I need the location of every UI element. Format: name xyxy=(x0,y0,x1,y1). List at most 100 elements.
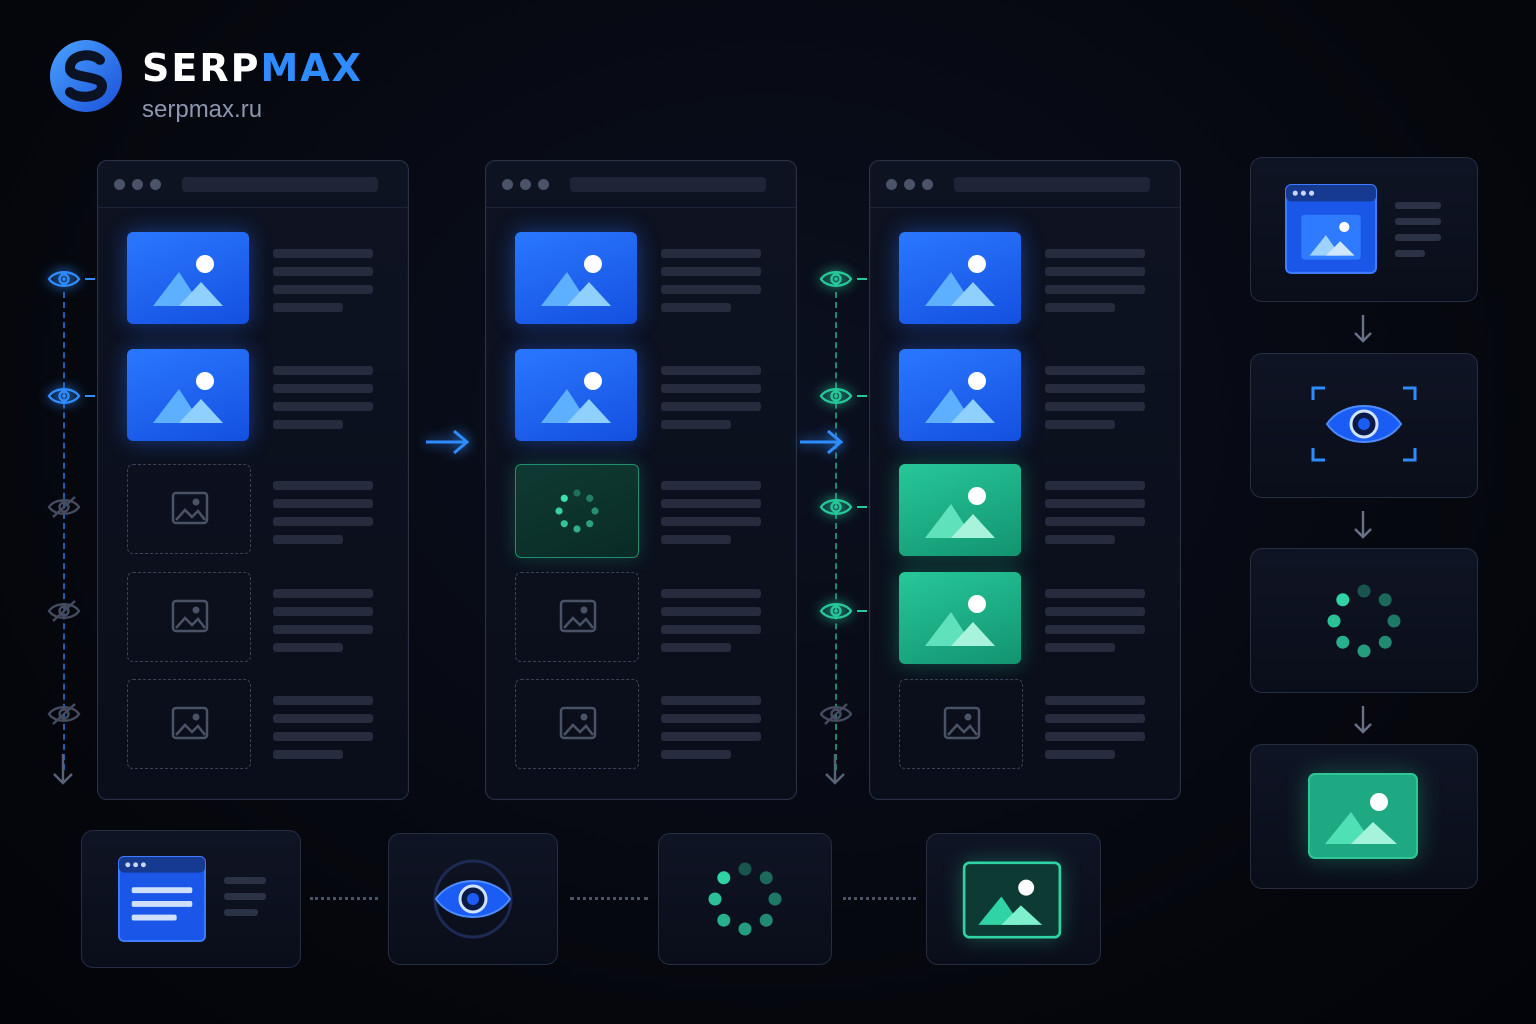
text-line xyxy=(661,607,761,616)
spinner-icon xyxy=(705,859,785,944)
text-line xyxy=(661,267,761,276)
connector-line xyxy=(857,610,867,612)
text-line xyxy=(273,696,373,705)
image-tile-green xyxy=(899,464,1021,556)
text-line xyxy=(1045,517,1145,526)
window-dot xyxy=(922,179,933,190)
text-placeholder-lines xyxy=(273,481,373,553)
arrow-down-icon xyxy=(823,752,847,786)
arrow-right-icon xyxy=(796,426,846,458)
text-line xyxy=(1045,589,1145,598)
text-placeholder-lines xyxy=(1045,696,1145,768)
text-line xyxy=(1045,402,1145,411)
viewport-eye-icon xyxy=(1309,384,1419,469)
text-placeholder-lines xyxy=(1045,589,1145,661)
text-placeholder-lines xyxy=(661,481,761,553)
arrow-down-icon xyxy=(51,752,75,786)
dotted-connector xyxy=(310,897,378,900)
text-line xyxy=(661,714,761,723)
image-tile-empty xyxy=(127,464,251,554)
flow-card-loaded-image xyxy=(1250,744,1478,889)
address-bar xyxy=(182,177,378,192)
window-dot xyxy=(520,179,531,190)
browser-window-initial xyxy=(97,160,409,800)
text-line xyxy=(1045,366,1145,375)
text-line xyxy=(661,517,761,526)
eye-icon xyxy=(819,267,853,291)
text-line xyxy=(1045,750,1115,759)
image-tile-blue xyxy=(127,349,249,441)
text-placeholder-lines xyxy=(224,877,268,925)
connector-line xyxy=(857,395,867,397)
text-line xyxy=(661,303,731,312)
window-dot xyxy=(886,179,897,190)
window-dot xyxy=(132,179,143,190)
text-line xyxy=(1045,625,1145,634)
connector-line xyxy=(857,278,867,280)
arrow-down-icon xyxy=(1351,509,1375,541)
window-dot xyxy=(150,179,161,190)
text-line xyxy=(273,714,373,723)
arrow-down-icon xyxy=(1351,704,1375,736)
text-line xyxy=(661,625,761,634)
text-line xyxy=(273,384,373,393)
text-line xyxy=(1045,499,1145,508)
text-placeholder-lines xyxy=(661,589,761,661)
eye-icon xyxy=(47,267,81,291)
text-placeholder-lines xyxy=(273,366,373,438)
text-line xyxy=(1045,384,1145,393)
text-line xyxy=(661,366,761,375)
loaded-image-icon xyxy=(1307,772,1419,865)
text-line xyxy=(273,643,343,652)
window-dot xyxy=(538,179,549,190)
image-icon xyxy=(559,706,597,740)
text-line xyxy=(1045,643,1115,652)
text-line xyxy=(661,499,761,508)
image-tile-blue xyxy=(127,232,249,324)
text-line xyxy=(661,732,761,741)
text-line xyxy=(273,535,343,544)
dotted-connector xyxy=(570,897,648,900)
image-icon xyxy=(171,706,209,740)
window-dot xyxy=(904,179,915,190)
text-line xyxy=(1045,535,1115,544)
text-line xyxy=(661,249,761,258)
brand-domain: serpmax.ru xyxy=(142,96,263,123)
text-line xyxy=(273,249,373,258)
text-placeholder-lines xyxy=(661,696,761,768)
eye-icon xyxy=(819,495,853,519)
image-tile-green xyxy=(899,572,1021,664)
image-icon xyxy=(925,372,995,423)
image-icon xyxy=(171,599,209,633)
text-line xyxy=(1045,420,1115,429)
text-line xyxy=(273,366,373,375)
dotted-connector xyxy=(843,897,916,900)
image-icon xyxy=(943,706,981,740)
image-icon xyxy=(153,255,223,306)
text-line xyxy=(273,517,373,526)
connector-line xyxy=(857,506,867,508)
text-line xyxy=(661,535,731,544)
text-line xyxy=(1045,249,1145,258)
bottom-flow-card-loaded-image xyxy=(926,833,1101,965)
text-line xyxy=(1045,267,1145,276)
image-icon xyxy=(925,255,995,306)
loading-spinner-tile xyxy=(515,464,639,558)
flow-card-viewport-detect xyxy=(1250,353,1478,498)
window-titlebar xyxy=(486,161,796,208)
text-line xyxy=(273,732,373,741)
connector-line xyxy=(85,395,95,397)
brand-name: SERPMAX xyxy=(142,46,363,90)
text-line xyxy=(661,643,731,652)
text-placeholder-lines xyxy=(273,249,373,321)
flow-card-loading xyxy=(1250,548,1478,693)
text-placeholder-lines xyxy=(661,249,761,321)
text-line xyxy=(661,750,731,759)
text-line xyxy=(273,267,373,276)
image-icon xyxy=(171,491,209,525)
arrow-down-icon xyxy=(1351,313,1375,345)
window-dot xyxy=(114,179,125,190)
spinner-icon xyxy=(1324,581,1404,666)
connector-line xyxy=(85,278,95,280)
image-tile-blue xyxy=(515,232,637,324)
